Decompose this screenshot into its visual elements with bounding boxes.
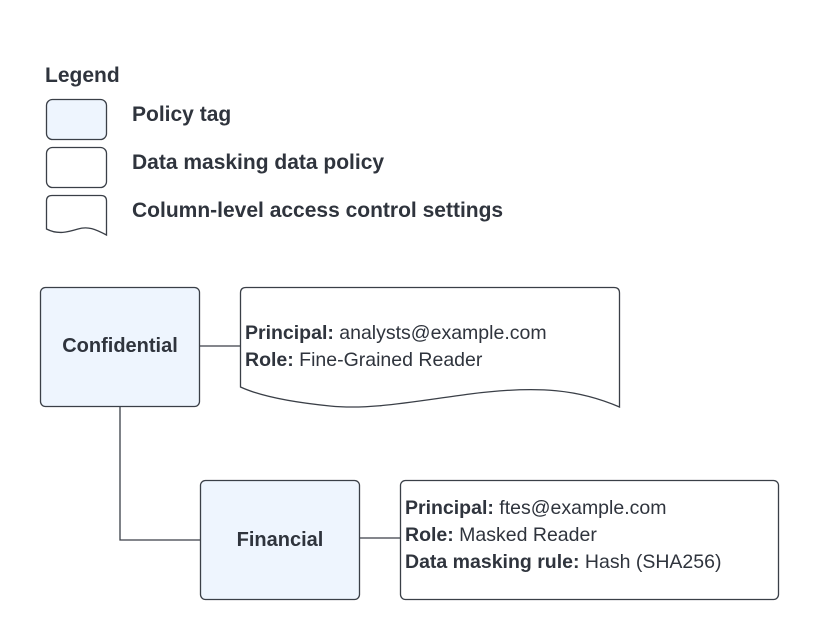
- masking-rule-key: Data masking rule:: [405, 551, 580, 573]
- financial-tag[interactable]: Financial: [236, 528, 324, 551]
- role-key: Role:: [245, 349, 294, 371]
- principal-row: Principal: analysts@example.com: [245, 320, 547, 347]
- confidential-tag-shape: [39, 286, 201, 408]
- confidential-tag[interactable]: Confidential: [62, 335, 178, 357]
- principal-value: analysts@example.com: [333, 322, 547, 344]
- legend-label-data-policy: Data masking data policy: [132, 151, 385, 174]
- masking-rule-row: Data masking rule: Hash (SHA256): [405, 549, 721, 576]
- financial-tag-shape: [199, 479, 361, 601]
- confidential-settings-shape: [239, 286, 621, 408]
- principal-row: Principal: ftes@example.com: [405, 495, 721, 522]
- confidential-access-settings[interactable]: Principal: analysts@example.com Role: Fi…: [245, 320, 547, 374]
- role-row: Role: Masked Reader: [405, 522, 721, 549]
- legend-label-policy-tag: Policy tag: [132, 103, 232, 126]
- role-value: Fine-Grained Reader: [293, 349, 483, 371]
- financial-data-policy[interactable]: Principal: ftes@example.com Role: Masked…: [405, 495, 721, 576]
- legend-title: Legend: [45, 64, 120, 87]
- connector-confidential-financial: [119, 406, 200, 541]
- legend-policy-tag-shape: [45, 98, 108, 141]
- role-key: Role:: [405, 524, 454, 546]
- role-value: Masked Reader: [453, 524, 597, 546]
- principal-value: ftes@example.com: [493, 497, 667, 519]
- financial-policy-shape: [399, 479, 780, 601]
- role-row: Role: Fine-Grained Reader: [245, 347, 547, 374]
- legend-document-shape: [45, 194, 108, 237]
- legend-label-access-settings: Column-level access control settings: [132, 199, 504, 222]
- masking-rule-value: Hash (SHA256): [579, 551, 722, 573]
- principal-key: Principal:: [405, 497, 494, 519]
- legend-data-policy-shape: [45, 146, 108, 189]
- principal-key: Principal:: [245, 322, 334, 344]
